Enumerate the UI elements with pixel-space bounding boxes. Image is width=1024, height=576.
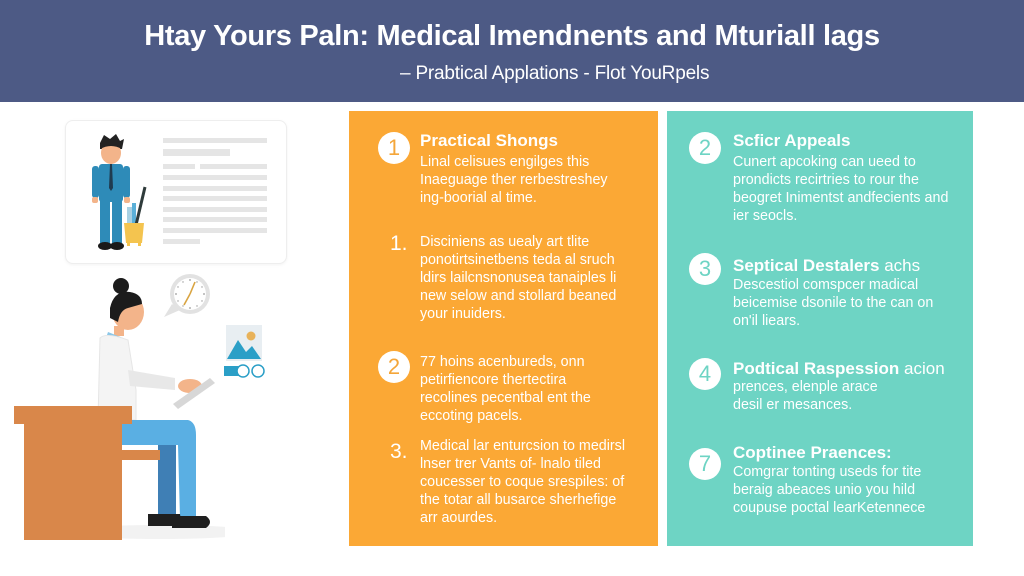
doc-text-line: [163, 239, 200, 244]
item-title: Coptinee Praences:: [733, 443, 892, 462]
item-title: Septical Destalers achs: [733, 256, 920, 276]
pencil-cup-icon: [124, 186, 147, 246]
number-badge: 3: [689, 253, 721, 285]
item-title: Podtical Raspession acion: [733, 359, 945, 379]
doctor-at-desk-illustration: [14, 278, 225, 540]
number-badge: 4: [689, 358, 721, 390]
item-body: Descestiol comspcer madical beicemise ds…: [733, 277, 934, 329]
doc-text-line: [163, 228, 267, 233]
image-icon: [226, 325, 262, 361]
doc-text-line: [163, 217, 267, 222]
number-badge: 2: [378, 351, 410, 383]
item-body: prences, elenple arace desil er mesances…: [733, 379, 878, 413]
doc-text-line: [163, 138, 267, 143]
orange-info-card: 1 Practical Shongs Linal celisues engilg…: [349, 111, 658, 546]
page-subtitle: – Prabtical Applations - Flot YouRpels: [400, 63, 710, 84]
doc-text-line: [163, 186, 267, 191]
item-title-suffix: acion: [904, 359, 945, 378]
item-body: Linal celisues engilges this Inaeguage t…: [420, 154, 608, 206]
doc-text-line: [163, 175, 267, 180]
number-badge: 7: [689, 448, 721, 480]
toggle-icon: [224, 364, 265, 378]
doc-text-line: [163, 207, 267, 212]
doc-text-line: [163, 149, 230, 156]
item-title-main: Podtical Raspession: [733, 359, 900, 378]
list-number: 3.: [390, 440, 408, 463]
businessman-icon: [92, 134, 130, 250]
list-number: 1.: [390, 232, 408, 255]
document-illustration-card: [65, 120, 287, 264]
item-title: Scficr Appeals: [733, 131, 851, 150]
clock-icon: [164, 274, 210, 317]
number-badge: 2: [689, 132, 721, 164]
page-title: Htay Yours Paln: Medical Imendnents and …: [144, 20, 880, 52]
doc-text-line: [163, 164, 195, 169]
item-body: Disciniens as uealy art tlite ponotirtsi…: [420, 234, 617, 322]
header-banner: Htay Yours Paln: Medical Imendnents and …: [0, 0, 1024, 102]
number-badge: 1: [378, 132, 410, 164]
teal-info-card: 2 Scficr Appeals Cunert apcoking can uee…: [667, 111, 973, 546]
item-body: 77 hoins acenbureds, onn petirfiencore t…: [420, 354, 591, 424]
doc-text-line: [200, 164, 267, 169]
item-body: Comgrar tonting useds for tite beraig ab…: [733, 464, 926, 516]
item-title-suffix: achs: [884, 256, 921, 275]
item-body: Medical lar enturcsion to medirsl lnser …: [420, 438, 626, 526]
item-title: Practical Shongs: [420, 131, 558, 150]
doc-text-line: [163, 196, 267, 201]
item-title-main: Septical Destalers: [733, 256, 880, 275]
item-body: Cunert apcoking can ueed to prondicts re…: [733, 154, 949, 224]
